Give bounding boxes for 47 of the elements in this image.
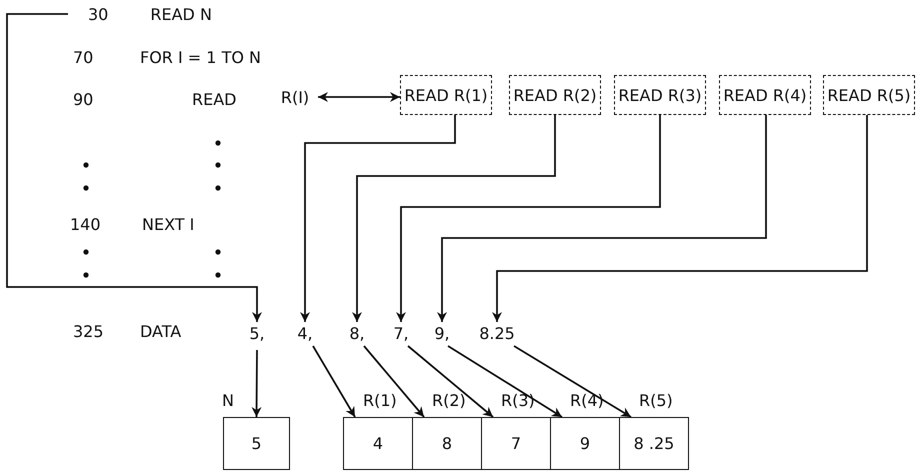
arrow [352, 115, 556, 322]
cell-label: R(5) [639, 391, 673, 411]
arrow [396, 115, 661, 322]
code-text: 5, [245, 322, 269, 344]
memory-cell: 4 [343, 417, 413, 470]
line-number: 325 [73, 322, 104, 342]
arrow [407, 345, 494, 418]
code-keyword: READ [192, 90, 236, 110]
memory-cell: 7 [481, 417, 551, 470]
code-text: R(I) [274, 86, 316, 108]
code-statement: FOR I = 1 TO N [140, 48, 261, 68]
line-number: 70 [73, 48, 94, 68]
code-statement: READ N [150, 4, 212, 24]
cell-label: N [222, 391, 234, 411]
double-arrow [318, 92, 400, 102]
arrow [363, 345, 425, 418]
code-statement: NEXT I [142, 215, 194, 235]
arrow [6, 13, 262, 322]
cell-label: R(1) [363, 391, 397, 411]
code-text: 8.25 [476, 322, 518, 344]
memory-cell: 5 [223, 417, 290, 470]
cell-label: R(3) [501, 391, 535, 411]
dashed-statement-box: READ R(1) [400, 75, 492, 115]
dashed-statement-box: READ R(3) [614, 75, 706, 115]
arrow [492, 115, 868, 322]
dashed-statement-box: READ R(5) [823, 75, 915, 115]
code-text: 9, [432, 322, 452, 344]
code-text: 7, [390, 322, 412, 344]
code-keyword: DATA [140, 322, 182, 342]
line-number: 90 [73, 90, 94, 110]
dashed-statement-box: READ R(2) [509, 75, 601, 115]
cell-label: R(4) [570, 391, 604, 411]
code-text: 4, [293, 322, 317, 344]
line-number: 30 [88, 4, 108, 24]
arrow [514, 345, 632, 418]
memory-cell: 8 .25 [619, 417, 689, 470]
dashed-statement-box: READ R(4) [719, 75, 811, 115]
cell-label: R(2) [432, 391, 466, 411]
arrow [252, 350, 262, 417]
memory-cell: 8 [412, 417, 482, 470]
memory-cell: 9 [550, 417, 620, 470]
line-number: 140 [70, 215, 101, 235]
arrow [312, 346, 356, 418]
arrow [437, 115, 767, 322]
arrow [300, 115, 456, 322]
arrow [448, 345, 562, 418]
code-text: 8, [346, 322, 368, 344]
